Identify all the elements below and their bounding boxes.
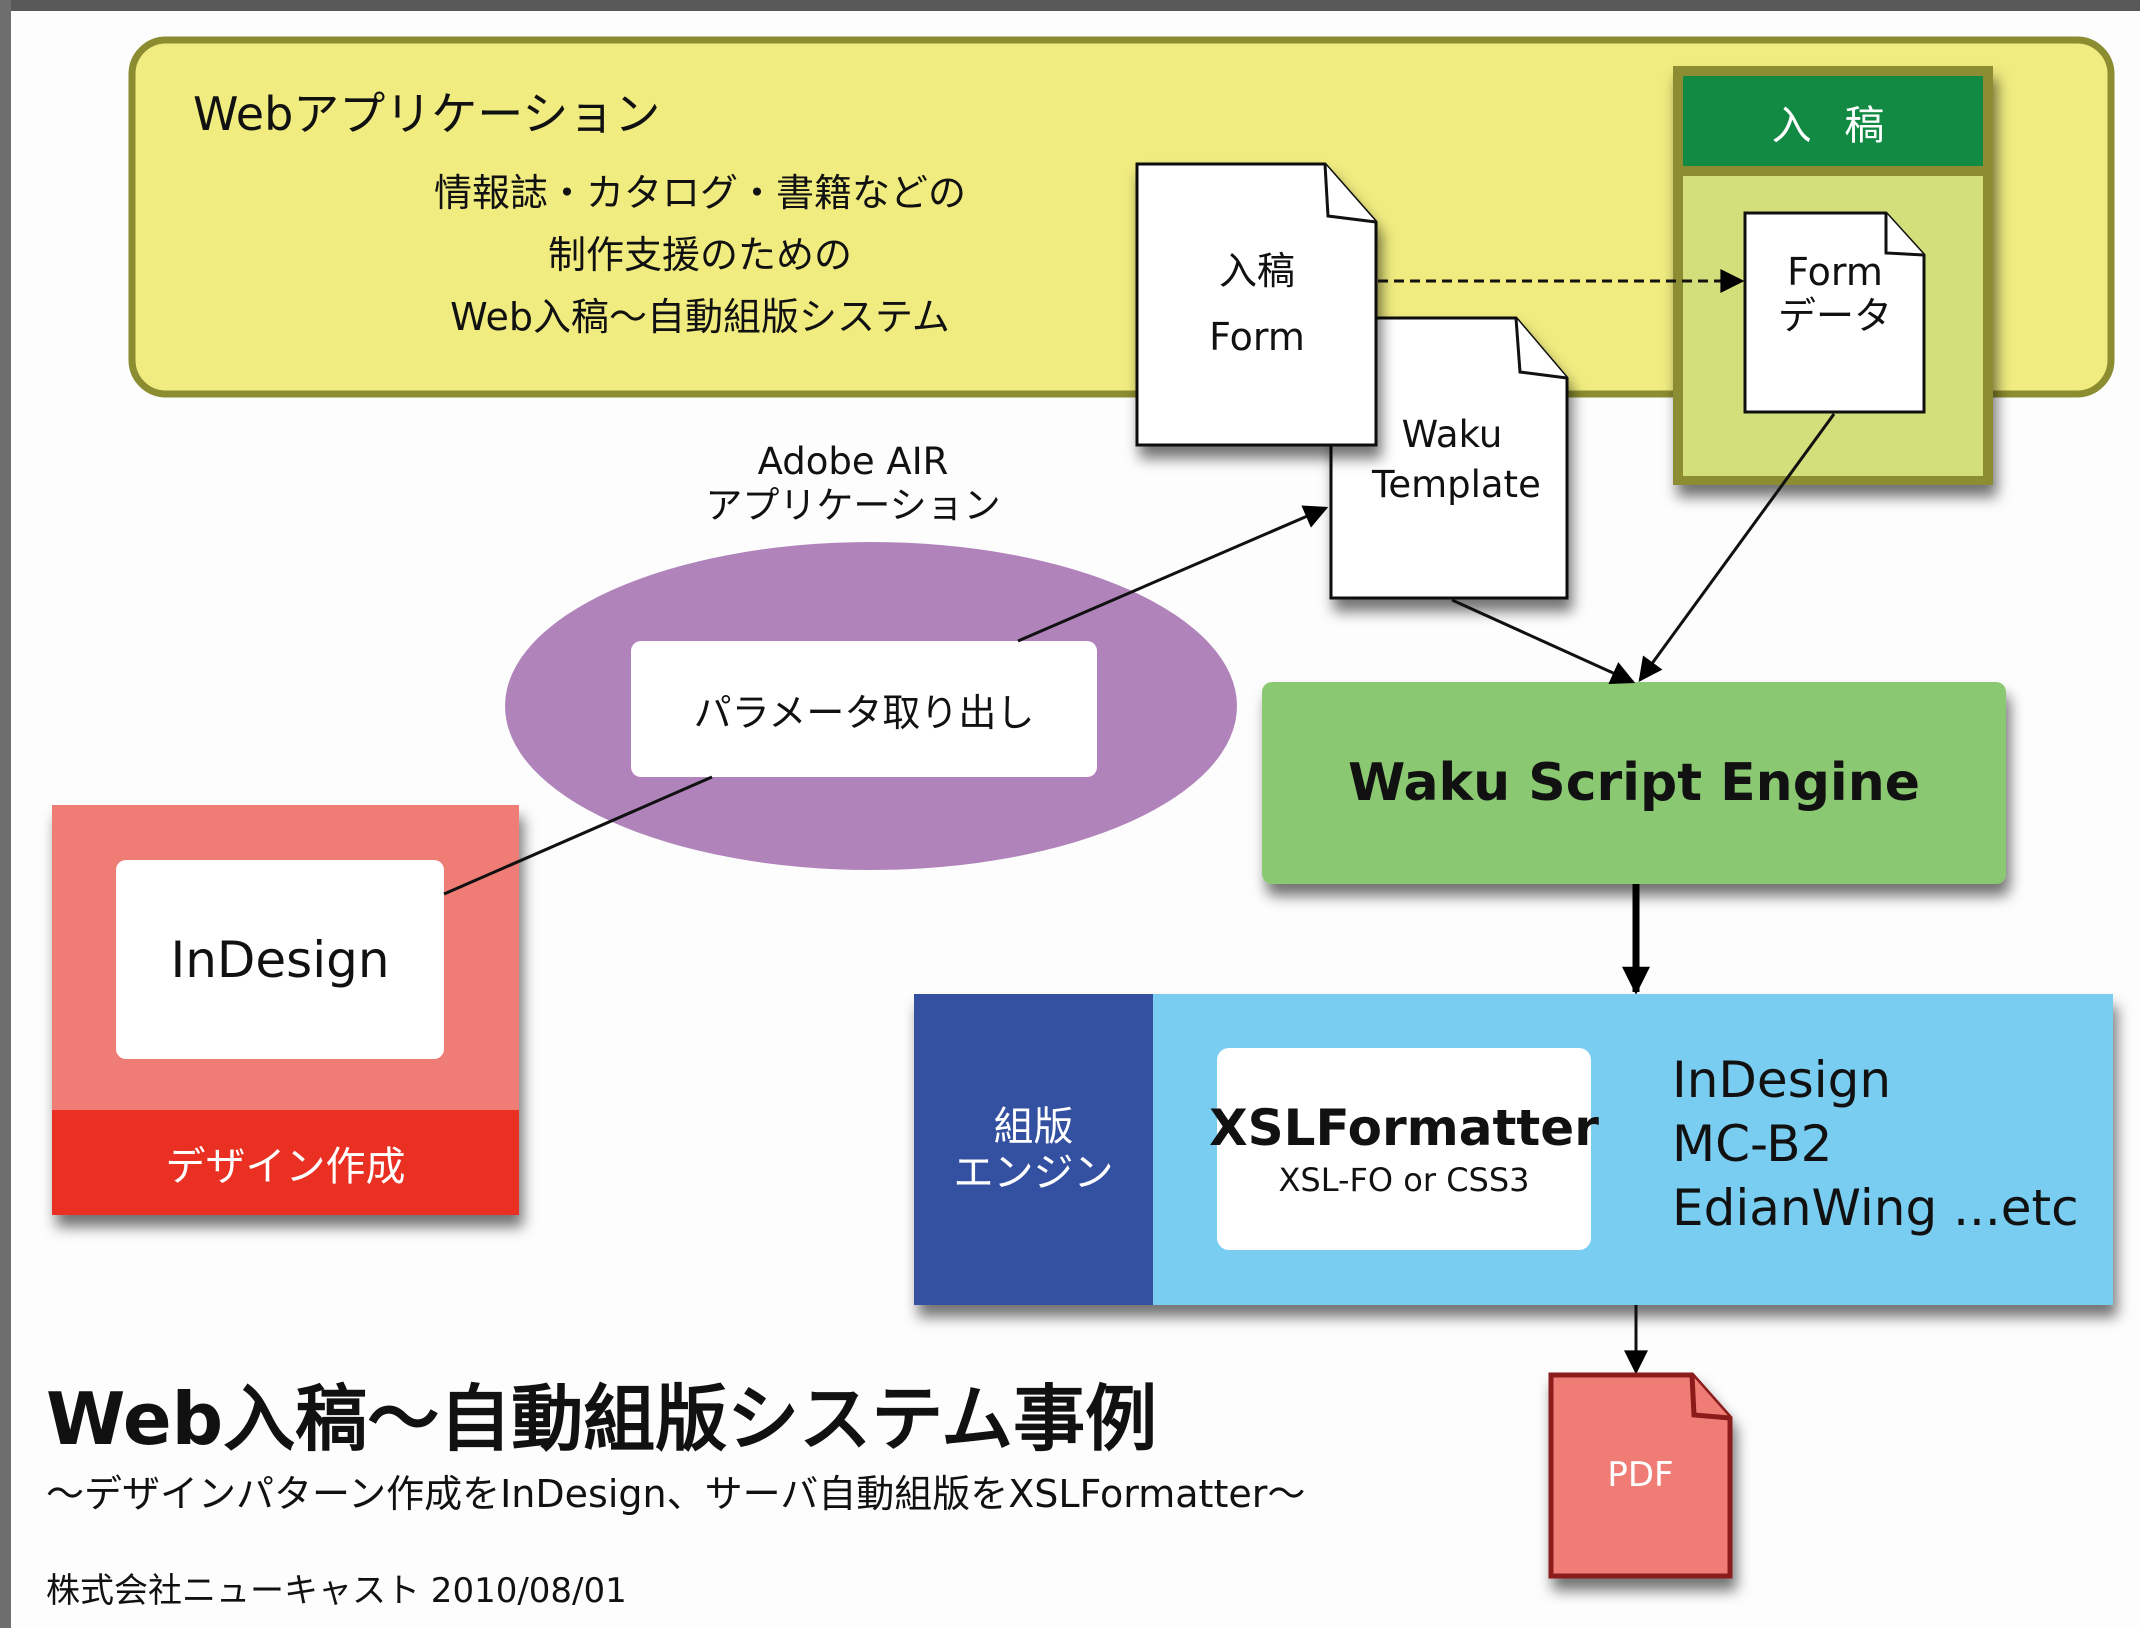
nyuko-form-label: 入稿 Form xyxy=(1137,238,1377,370)
waku-script-engine-label: Waku Script Engine xyxy=(1347,753,1921,813)
nyuko-form-document xyxy=(1135,162,1378,447)
indesign-app-label: InDesign xyxy=(170,930,390,989)
xslformatter-label: XSLFormatter XSL-FO or CSS3 xyxy=(1209,1048,1599,1250)
web-app-description: 情報誌・カタログ・書籍などの 制作支援のための Web入稿〜自動組版システム xyxy=(380,162,1020,348)
web-app-title: Webアプリケーション xyxy=(193,87,661,141)
indesign-footer xyxy=(52,1110,519,1215)
other-engine-item: MC-B2 xyxy=(1672,1115,1833,1173)
xslformatter-subtitle: XSL-FO or CSS3 xyxy=(1278,1161,1530,1199)
nyuko-form-label-line: 入稿 xyxy=(1218,249,1295,293)
web-app-description-line: 情報誌・カタログ・書籍などの xyxy=(433,171,966,215)
page-title: Web入稿〜自動組版システム事例 xyxy=(46,1377,1158,1461)
form-data-label-line: Form xyxy=(1787,250,1883,294)
nyuko-form-label-line: Form xyxy=(1209,315,1305,359)
air-app-label: Adobe AIR アプリケーション xyxy=(653,440,1053,528)
typesetting-side-label-line: 組版 xyxy=(993,1103,1074,1150)
pdf-label: PDF xyxy=(1607,1455,1674,1495)
design-creation-label: デザイン作成 xyxy=(165,1143,406,1190)
nyuko-form-fold xyxy=(1323,163,1377,224)
air-app-label-line: アプリケーション xyxy=(705,484,1001,527)
xslformatter-title: XSLFormatter xyxy=(1209,1099,1599,1157)
formdata-to-engine-arrow xyxy=(1638,413,1836,682)
typesetting-side-label-bg xyxy=(914,994,1153,1305)
typesetting-side-label: 組版 エンジン xyxy=(914,994,1153,1305)
nyuko-panel-header xyxy=(1683,76,1983,166)
form-data-document xyxy=(1743,211,1926,414)
template-to-engine-arrow xyxy=(1451,598,1636,685)
form-data-label-line: データ xyxy=(1777,294,1892,338)
pdf-document xyxy=(1548,1372,1733,1579)
indesign-to-param-line xyxy=(443,775,713,896)
xslformatter-box xyxy=(1217,1048,1591,1250)
param-extract-box xyxy=(631,641,1097,777)
other-engines-list: InDesign MC-B2 EdianWing ...etc xyxy=(1672,1048,2079,1240)
waku-template-document xyxy=(1329,316,1569,600)
web-app-container xyxy=(128,36,2115,398)
waku-template-label-line: Waku xyxy=(1401,413,1503,456)
other-engine-item: EdianWing ...etc xyxy=(1672,1179,2079,1237)
web-app-description-line: Web入稿〜自動組版システム xyxy=(450,295,950,339)
pdf-fold xyxy=(1689,1374,1731,1421)
credit-line: 株式会社ニューキャスト 2010/08/01 xyxy=(46,1571,627,1611)
indesign-app-box xyxy=(116,860,444,1059)
web-app-description-line: 制作支援のための xyxy=(547,233,852,277)
waku-script-engine-box xyxy=(1262,682,2006,884)
param-extract-label: パラメータ取り出し xyxy=(693,690,1035,735)
param-to-template-arrow xyxy=(1017,505,1329,643)
air-app-label-line: Adobe AIR xyxy=(757,440,949,483)
other-engine-item: InDesign xyxy=(1672,1051,1892,1109)
form-data-label: Form データ xyxy=(1745,250,1925,338)
window-frame-left xyxy=(0,0,11,1628)
waku-template-label: Waku Template xyxy=(1372,410,1541,510)
waku-template-label-line: Template xyxy=(1372,463,1541,506)
waku-template-fold xyxy=(1514,317,1568,380)
window-frame-top xyxy=(0,0,2140,11)
typesetting-side-label-line: エンジン xyxy=(953,1149,1114,1196)
nyuko-panel-header-label: 入 稿 xyxy=(1771,103,1895,149)
page-subtitle: 〜デザインパターン作成をInDesign、サーバ自動組版をXSLFormatte… xyxy=(46,1472,1306,1516)
